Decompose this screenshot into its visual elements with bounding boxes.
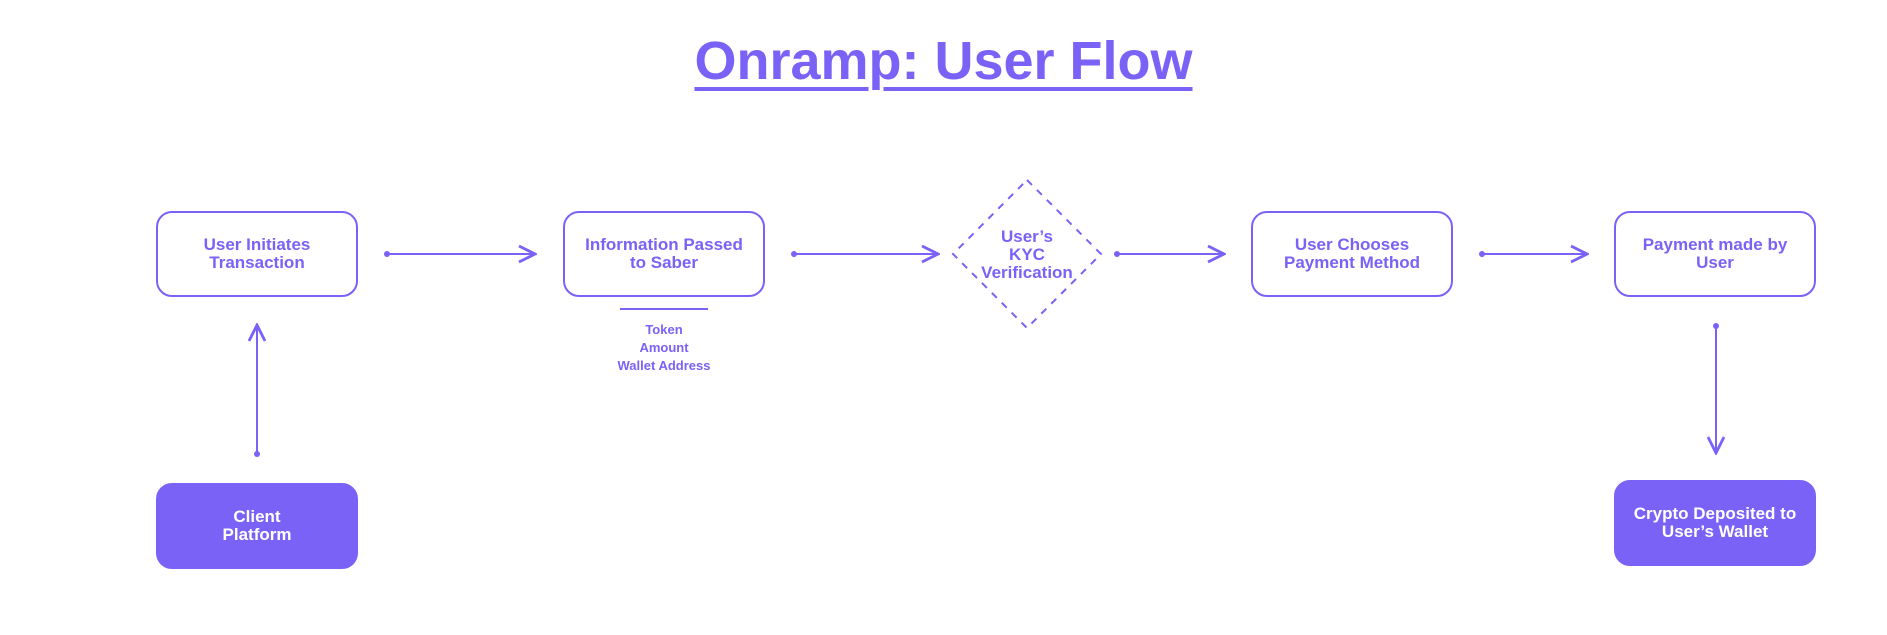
node-payment-made[interactable]: Payment made by User — [1614, 211, 1816, 297]
arrow-info-to-kyc — [791, 251, 938, 257]
arrow-kyc-to-payment-method — [1114, 251, 1224, 257]
node-info-passed[interactable]: Information Passed to Saber — [563, 211, 765, 297]
arrow-payment-made-to-crypto — [1713, 323, 1719, 453]
node-crypto-deposited[interactable]: Crypto Deposited to User’s Wallet — [1614, 480, 1816, 566]
node-payment-method-label: User Chooses Payment Method — [1283, 235, 1421, 272]
arrow-initiates-to-info — [384, 251, 535, 257]
arrow-client-to-initiates — [254, 325, 260, 457]
diagram-title-text: Onramp: User Flow — [694, 31, 1193, 91]
node-user-initiates-label: User Initiates Transaction — [203, 235, 311, 272]
node-client-platform[interactable]: Client Platform — [156, 483, 358, 569]
node-payment-made-label: Payment made by User — [1642, 235, 1788, 272]
node-kyc-label: User’s KYC Verification — [981, 227, 1073, 282]
node-client-platform-label: Client Platform — [222, 507, 292, 544]
node-payment-method[interactable]: User Chooses Payment Method — [1251, 211, 1453, 297]
arrow-payment-method-to-payment-made — [1479, 251, 1587, 257]
info-details-list: Token Amount Wallet Address — [604, 321, 724, 375]
info-detail-wallet-address: Wallet Address — [617, 358, 711, 373]
node-user-initiates[interactable]: User Initiates Transaction — [156, 211, 358, 297]
node-info-passed-label: Information Passed to Saber — [585, 235, 743, 272]
info-detail-token: Token — [645, 322, 683, 337]
info-detail-amount: Amount — [639, 340, 689, 355]
node-crypto-deposited-label: Crypto Deposited to User’s Wallet — [1633, 504, 1797, 541]
diagram-title: Onramp: User Flow — [0, 30, 1887, 92]
